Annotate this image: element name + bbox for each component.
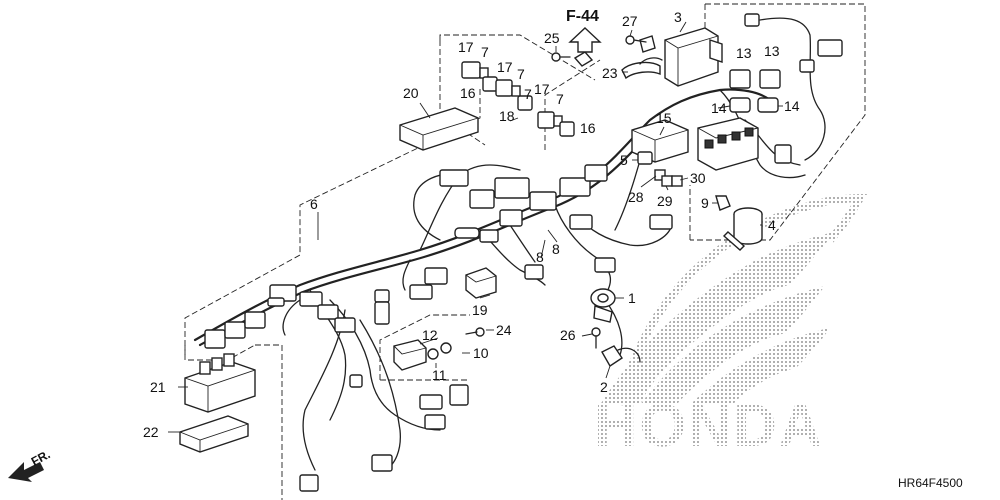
callout-5: 5 [620, 152, 628, 168]
part-29-clip [661, 175, 673, 187]
callout-20: 20 [403, 85, 419, 101]
part-22-cover [179, 415, 249, 453]
callout-28: 28 [628, 189, 644, 205]
part-1-switch [590, 288, 616, 323]
callout-11: 11 [432, 367, 447, 383]
diagram-code: HR64F4500 [898, 476, 963, 490]
callout-3: 3 [674, 9, 682, 25]
harness-connectors [204, 164, 673, 492]
callout-7c: 7 [524, 86, 532, 102]
part-13-relays [729, 69, 781, 89]
callout-30: 30 [690, 170, 706, 186]
part-21-fuse-box [184, 353, 256, 413]
part-11-oring [427, 348, 439, 360]
part-12-sensor [393, 339, 427, 371]
callout-4: 4 [768, 217, 776, 233]
callout-19: 19 [472, 302, 488, 318]
right-harness-connectors [744, 13, 843, 164]
part-5-clip [637, 151, 653, 165]
callout-8b: 8 [552, 241, 560, 257]
callout-29: 29 [657, 193, 673, 209]
callout-1: 1 [628, 290, 636, 306]
part-23-band [621, 57, 663, 80]
callout-6: 6 [310, 196, 318, 212]
callout-27: 27 [622, 13, 638, 29]
part-26-bolt [591, 327, 601, 349]
callout-7b: 7 [517, 66, 525, 82]
reference-label: F-44 [566, 8, 599, 25]
front-direction-arrow [8, 462, 44, 482]
callout-7a: 7 [481, 44, 489, 60]
honda-wing-watermark [600, 193, 867, 406]
part-24-bolt [465, 327, 485, 337]
callout-22: 22 [143, 424, 159, 440]
callout-24: 24 [496, 322, 512, 338]
part-14-holders [729, 97, 779, 113]
callout-14a: 14 [711, 100, 727, 116]
part-20-cover [399, 107, 479, 151]
callout-23: 23 [602, 65, 618, 81]
part-19-relay [465, 267, 497, 299]
callout-17a: 17 [458, 39, 474, 55]
callout-17c: 17 [534, 81, 550, 97]
leader-lines [168, 21, 783, 433]
callout-10: 10 [473, 345, 489, 361]
callout-7d: 7 [556, 91, 564, 107]
junction-box [697, 117, 759, 171]
callout-18: 18 [499, 108, 515, 124]
callout-26: 26 [560, 327, 576, 343]
part-9-grommet [715, 195, 731, 211]
callout-2: 2 [600, 379, 608, 395]
callout-21: 21 [150, 379, 166, 395]
callout-14b: 14 [784, 98, 800, 114]
part-28-clip [654, 169, 666, 181]
reference-arrow [568, 27, 602, 53]
honda-watermark-text: HONDA [594, 392, 824, 459]
part-4-capacitor [722, 207, 763, 251]
callout-16a: 16 [460, 85, 476, 101]
callout-12: 12 [422, 327, 438, 343]
callout-15: 15 [656, 110, 672, 126]
callout-13b: 13 [764, 43, 780, 59]
callout-25: 25 [544, 30, 560, 46]
callout-9: 9 [701, 195, 709, 211]
callout-16b: 16 [580, 120, 596, 136]
relays [461, 61, 575, 137]
part-30-clip [671, 175, 683, 187]
callout-13a: 13 [736, 45, 752, 61]
part-3-control-unit [639, 27, 723, 87]
callout-17b: 17 [497, 59, 513, 75]
callout-8a: 8 [536, 249, 544, 265]
front-direction-label: FR. [29, 447, 53, 468]
callouts: 1 2 3 4 5 6 7 7 7 7 8 8 9 10 11 12 13 13… [143, 9, 800, 440]
part-10-bolt [440, 342, 452, 354]
part-2-key [601, 345, 641, 367]
part-25-bolt [551, 43, 594, 67]
